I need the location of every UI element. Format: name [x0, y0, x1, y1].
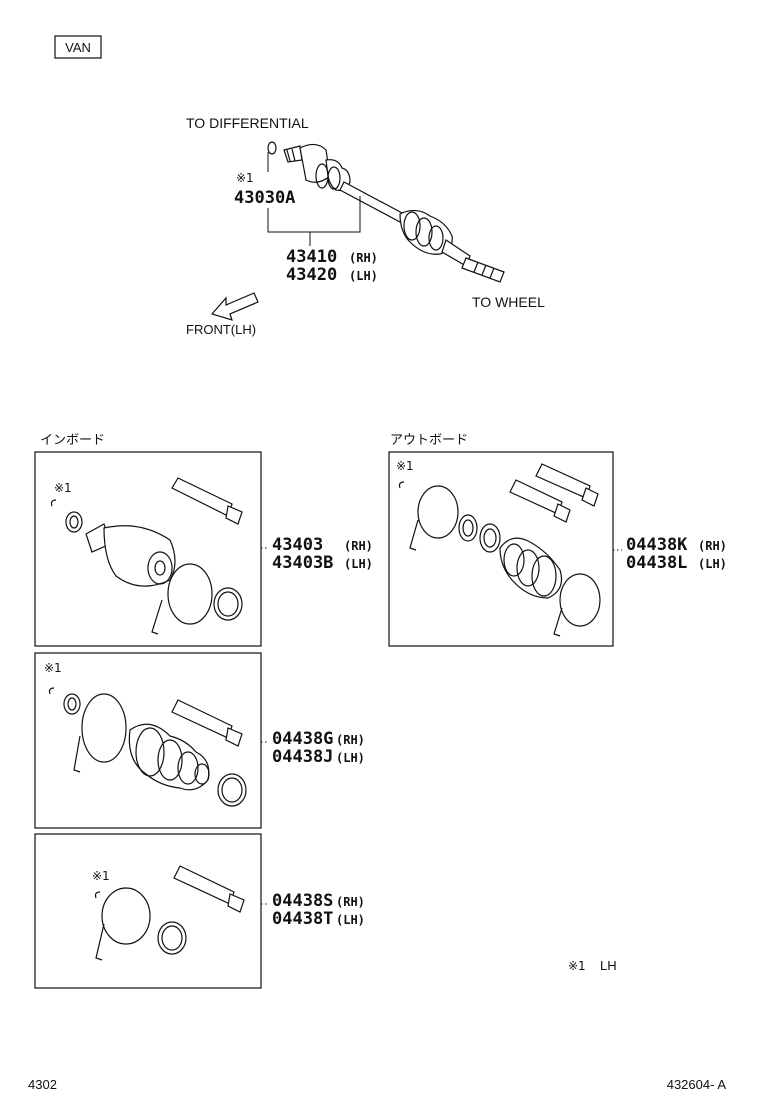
panel-1-side-lh: (LH) [344, 557, 373, 571]
ring-part-number[interactable]: 43030A [234, 188, 295, 208]
panel-4-pn-rh[interactable]: 04438K [626, 535, 688, 555]
panel-3-pn-lh[interactable]: 04438T [272, 909, 333, 929]
illustration-code: 432604- A [667, 1077, 727, 1092]
front-label: FRONT(LH) [186, 322, 256, 337]
panel-1-note: ※1 [54, 481, 72, 495]
panel-4-pn-lh[interactable]: 04438L [626, 553, 687, 573]
panel-1-side-rh: (RH) [344, 539, 373, 553]
panel-3-side-rh: (RH) [336, 895, 365, 909]
shaft-bracket-leader [267, 196, 361, 233]
snap-ring-icon [267, 141, 277, 155]
shaft-rh-part-number[interactable]: 43410 [286, 247, 337, 267]
panel-2-pn-lh[interactable]: 04438J [272, 747, 333, 767]
variant-tag[interactable]: VAN [65, 40, 91, 55]
grease-tube-icon-3 [173, 865, 235, 905]
panel-3-pn-rh[interactable]: 04438S [272, 891, 333, 911]
drive-shaft-illustration[interactable] [267, 141, 505, 283]
page-code: 4302 [28, 1077, 57, 1092]
band-kit-panel [34, 833, 262, 989]
band-kit-illustration[interactable] [94, 865, 245, 961]
inboard-title: インボード [40, 432, 105, 447]
footnote-text: LH [600, 958, 617, 973]
outboard-boot-icon [499, 537, 563, 599]
ring-note-mark: ※1 [236, 171, 254, 185]
panel-2-note: ※1 [44, 661, 62, 675]
panel-4-side-lh: (LH) [698, 557, 727, 571]
panel-3-side-lh: (LH) [336, 913, 365, 927]
to-wheel-label: TO WHEEL [472, 294, 545, 310]
grease-tube-icon [171, 477, 233, 517]
panel-4-note: ※1 [396, 459, 414, 473]
inboard-boot-panel [34, 652, 262, 829]
grease-tube-icon-5 [509, 479, 563, 515]
outboard-boot-kit-illustration[interactable] [398, 463, 601, 637]
panel-1-pn-lh[interactable]: 43403B [272, 553, 333, 573]
outboard-boot-panel [388, 451, 614, 647]
variant-tag-box [54, 35, 102, 59]
panel-2-side-lh: (LH) [336, 751, 365, 765]
grease-tube-icon-2 [171, 699, 233, 739]
panel-2-pn-rh[interactable]: 04438G [272, 729, 333, 749]
panel-3-note: ※1 [92, 869, 110, 883]
grease-tube-icon-4 [535, 463, 591, 499]
shaft-rh-side: (RH) [349, 251, 378, 265]
panel-4-side-rh: (RH) [698, 539, 727, 553]
shaft-lh-side: (LH) [349, 269, 378, 283]
panel-2-side-rh: (RH) [336, 733, 365, 747]
panel-1-pn-rh[interactable]: 43403 [272, 535, 323, 555]
footnote-mark: ※1 [568, 959, 586, 973]
inboard-joint-kit-illustration[interactable] [50, 477, 243, 635]
shaft-lh-part-number[interactable]: 43420 [286, 265, 337, 285]
front-arrow-icon [210, 292, 259, 321]
inboard-boot-kit-illustration[interactable] [48, 687, 247, 807]
inboard-joint-panel [34, 451, 262, 647]
outboard-title: アウトボード [390, 432, 468, 447]
to-differential-label: TO DIFFERENTIAL [186, 115, 309, 131]
